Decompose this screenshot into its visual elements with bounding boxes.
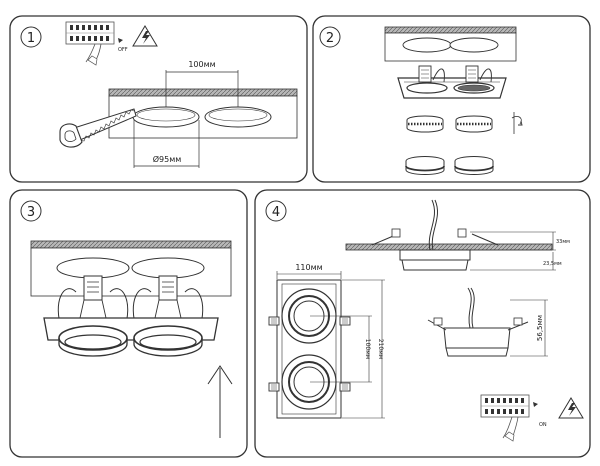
fixture-assembled xyxy=(43,275,219,357)
panel-step-1: 1 OFF xyxy=(9,15,308,183)
side-view-ceiling xyxy=(345,199,556,271)
dimension-thickness-label: 23,5мм xyxy=(543,261,562,267)
ceiling-board-3 xyxy=(30,240,232,297)
electric-hazard-icon-2 xyxy=(558,397,584,419)
led-module-left xyxy=(406,115,444,133)
cut-hole-left xyxy=(132,106,200,128)
dimension-hole-label: Ø95мм xyxy=(153,154,182,164)
step-number-4: 4 xyxy=(272,205,280,220)
dimension-spacing-label: 100мм xyxy=(188,60,215,69)
decor-ring-right xyxy=(454,156,494,175)
step-number-3: 3 xyxy=(27,205,35,220)
dimension-hole xyxy=(133,120,200,168)
dimension-spacing xyxy=(165,70,239,107)
dimension-width-label: 110мм xyxy=(295,263,322,272)
decor-ring-left xyxy=(405,156,445,175)
power-switch-icon xyxy=(65,21,123,66)
arrow-up-icon xyxy=(207,365,233,438)
dimension-pitch-label: 100мм xyxy=(364,339,371,360)
step-number-1: 1 xyxy=(27,31,35,46)
hand-saw-icon xyxy=(59,108,137,148)
dimension-height-label: 210мм xyxy=(377,339,384,360)
electric-hazard-icon xyxy=(132,25,158,47)
cut-hole-right xyxy=(204,106,272,128)
power-switch-on-icon xyxy=(480,394,538,442)
rotate-icon xyxy=(511,112,523,134)
panel-step-2: 2 xyxy=(312,15,591,183)
led-module-right xyxy=(455,115,493,133)
dimension-depth-label: 56,5мм xyxy=(536,315,544,341)
panel-step-4: 4 110мм 210мм xyxy=(254,189,591,458)
ceiling-board-2 xyxy=(384,26,517,62)
fixture-frame xyxy=(397,65,507,99)
switch-on-label: ON xyxy=(539,422,547,428)
side-view-fixture xyxy=(427,287,548,357)
step-number-2: 2 xyxy=(326,31,334,46)
top-view xyxy=(268,271,385,419)
panel-step-3: 3 xyxy=(9,189,248,458)
switch-off-label: OFF xyxy=(118,47,128,53)
dimension-depth-top-label: 33мм xyxy=(556,239,570,245)
